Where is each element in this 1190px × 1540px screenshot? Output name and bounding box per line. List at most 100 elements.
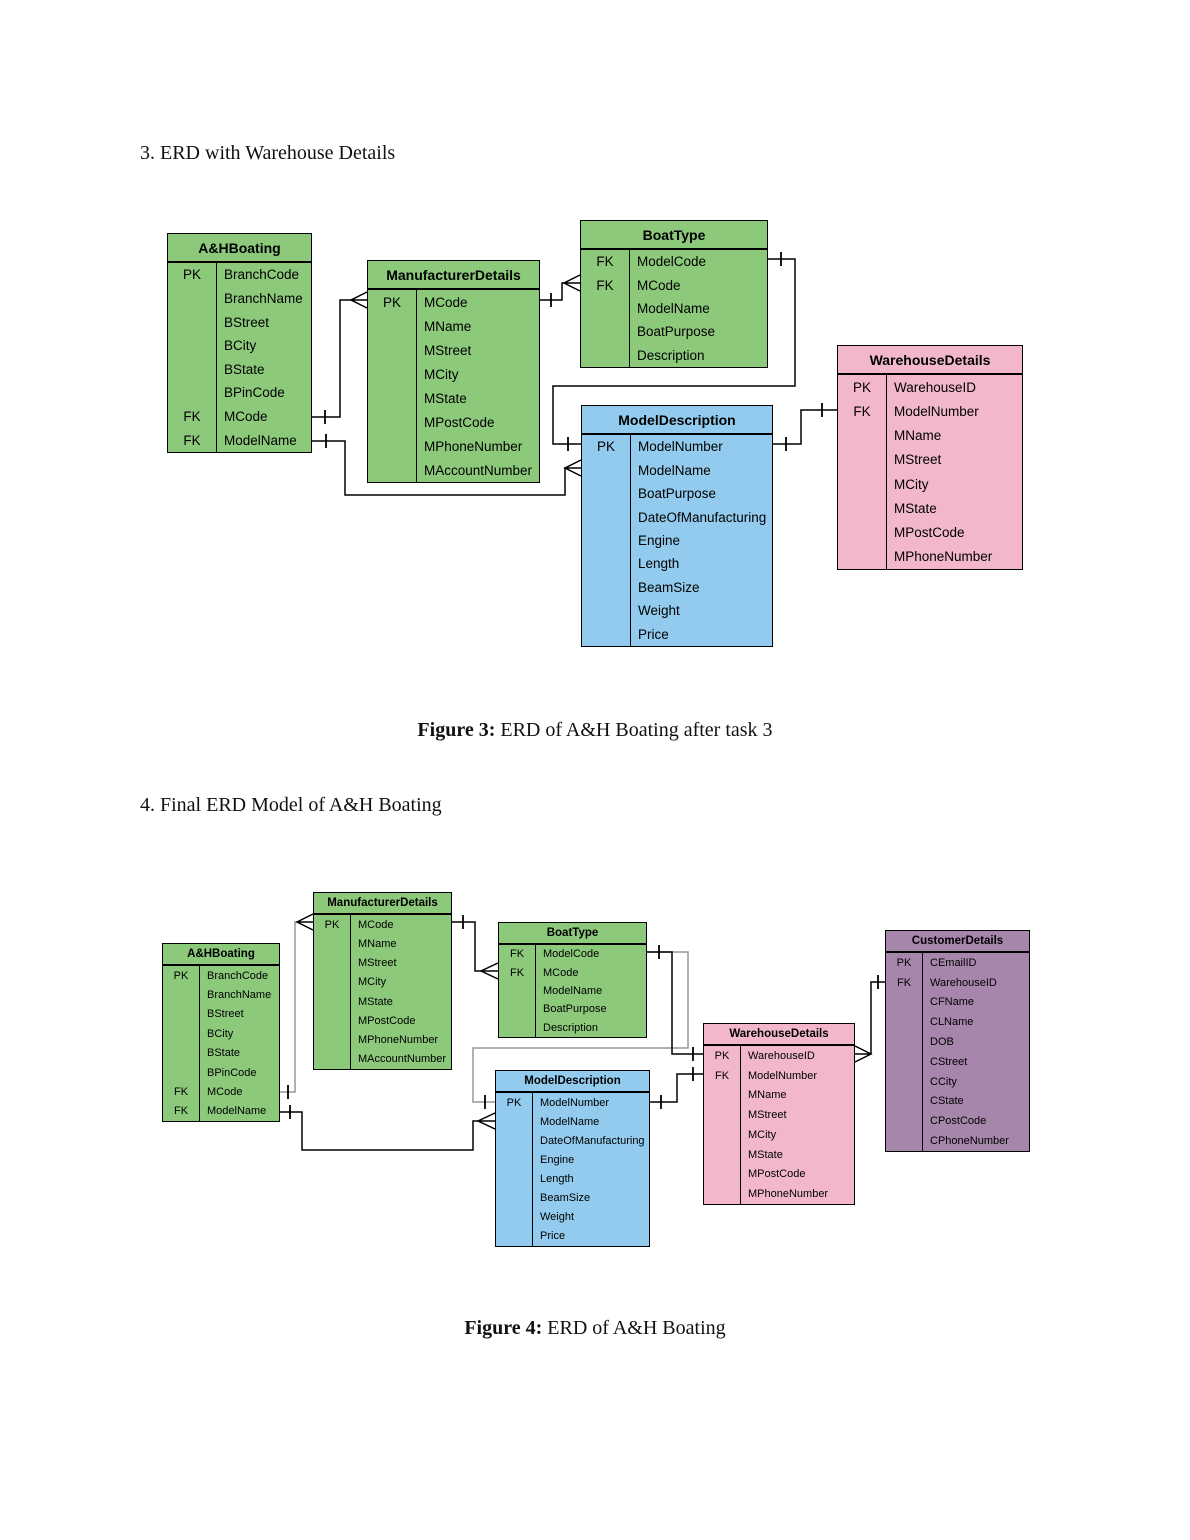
connector-ahboating-modeldescription <box>312 434 582 496</box>
key-label: FK <box>581 273 630 297</box>
key-label <box>582 622 631 646</box>
entity-attribute-row: BeamSize <box>496 1188 649 1208</box>
entity-attribute-row: MState <box>704 1144 854 1165</box>
section-3-heading: 3. ERD with Warehouse Details <box>140 142 396 164</box>
key-label <box>704 1164 741 1185</box>
key-label <box>368 362 417 386</box>
key-label <box>368 314 417 338</box>
field-name: BStreet <box>224 314 270 330</box>
key-label: FK <box>168 428 217 452</box>
key-label <box>163 1062 200 1083</box>
field-name: DOB <box>930 1036 954 1049</box>
field-name: MCode <box>424 294 468 310</box>
crow-foot-icon <box>563 459 582 477</box>
field-name: MPostCode <box>748 1168 806 1181</box>
entity-attribute-row: CPostCode <box>886 1111 1029 1132</box>
key-label <box>314 953 351 973</box>
entity-attribute-row: ModelName <box>582 458 772 482</box>
key-label: FK <box>163 1082 200 1102</box>
key-label: FK <box>168 404 217 429</box>
entity-attribute-row: BStreet <box>163 1004 279 1025</box>
key-label <box>886 1131 923 1151</box>
field-name: BeamSize <box>638 579 700 595</box>
field-name: Price <box>638 626 669 642</box>
field-name: ModelCode <box>543 948 600 961</box>
key-label <box>838 520 887 545</box>
entity-attribute-row: CCity <box>886 1071 1029 1092</box>
field-name: MName <box>894 428 942 444</box>
key-label <box>582 481 631 506</box>
key-label <box>163 1004 200 1025</box>
key-label: FK <box>499 945 536 964</box>
field-name: ModelName <box>637 301 710 317</box>
key-label: PK <box>496 1093 533 1113</box>
entity-attribute-row: CLName <box>886 1012 1029 1033</box>
key-label: FK <box>838 399 887 424</box>
field-name: ModelNumber <box>540 1096 610 1109</box>
field-name: MState <box>358 995 393 1008</box>
key-label: PK <box>163 966 200 986</box>
connector-modeldescription-warehousedetails <box>773 403 837 451</box>
entity-attribute-row: Price <box>582 622 772 646</box>
entity-attribute-row: ModelName <box>581 296 767 321</box>
field-name: WarehouseID <box>748 1049 815 1062</box>
entity-attribute-row: Length <box>582 552 772 576</box>
crow-foot-icon <box>479 962 499 980</box>
figure-3-label: Figure 3: <box>417 719 496 741</box>
entity-attribute-row: Description <box>499 1018 646 1038</box>
entity-attribute-row: Description <box>581 343 767 368</box>
entity-attribute-row: MName <box>838 423 1022 448</box>
entity-title: ModelDescription <box>496 1071 649 1093</box>
key-label <box>838 447 887 472</box>
connector-manufacturerdetails-boattype-2 <box>452 915 499 980</box>
key-label <box>582 599 631 623</box>
entity-attribute-row: CPhoneNumber <box>886 1131 1029 1151</box>
key-label: PK <box>838 375 887 400</box>
entity-attribute-row: MStreet <box>838 447 1022 472</box>
entity-attribute-row: MAccountNumber <box>314 1049 451 1069</box>
key-label <box>581 320 630 344</box>
key-label <box>581 296 630 321</box>
field-name: MCity <box>894 476 929 492</box>
key-label <box>496 1112 533 1132</box>
figure-4-label: Figure 4: <box>464 1317 543 1339</box>
field-name: CFName <box>930 996 975 1009</box>
field-name: MState <box>748 1148 783 1161</box>
entity-attribute-row: MPhoneNumber <box>838 544 1022 569</box>
entity-title: WarehouseDetails <box>838 346 1022 375</box>
crow-foot-icon <box>562 274 581 292</box>
field-name: MCode <box>637 277 681 293</box>
key-label <box>499 981 536 1001</box>
entity-attribute-row: MName <box>704 1085 854 1106</box>
entity-attribute-row: BoatPurpose <box>499 1000 646 1019</box>
key-label <box>168 357 217 382</box>
key-label <box>582 458 631 482</box>
entity-title: A&HBoating <box>168 234 311 263</box>
field-name: BoatPurpose <box>638 486 717 502</box>
entity-attribute-row: BeamSize <box>582 575 772 600</box>
crow-foot-icon <box>476 1112 496 1130</box>
key-label <box>886 1032 923 1052</box>
field-name: ModelName <box>207 1105 267 1118</box>
entity-attribute-row: PK ModelNumber <box>496 1093 649 1113</box>
key-label: PK <box>314 915 351 935</box>
entity-title: BoatType <box>499 923 646 945</box>
field-name: CState <box>930 1095 964 1108</box>
field-name: Length <box>638 556 680 572</box>
